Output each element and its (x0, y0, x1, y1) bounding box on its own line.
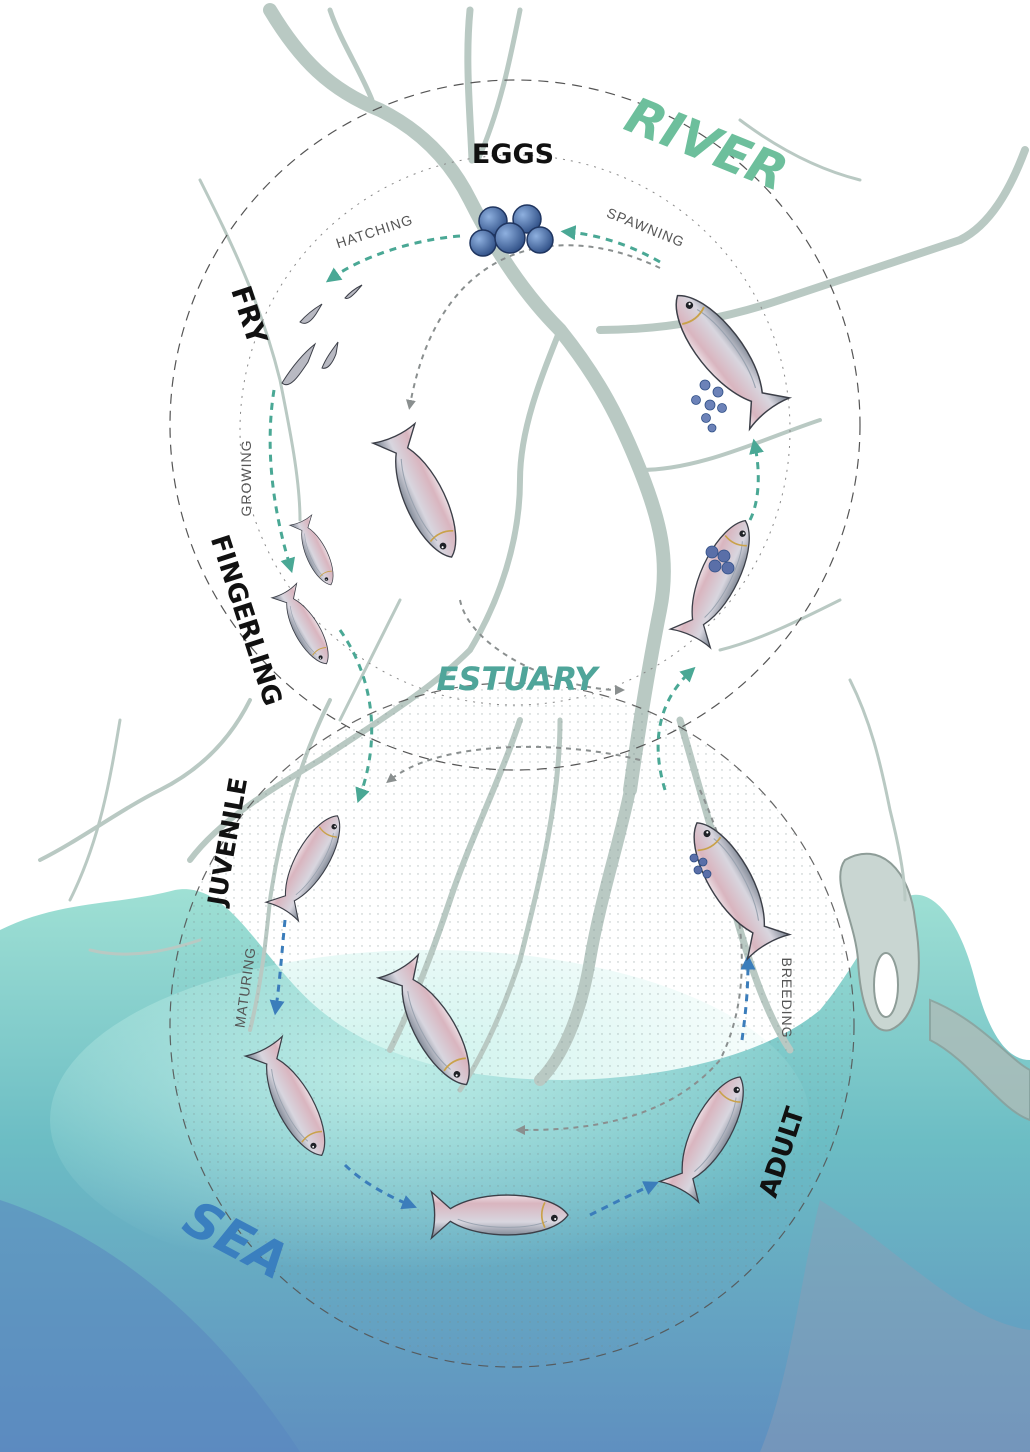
process-label-growing: GROWING (238, 440, 254, 517)
stage-label-eggs: EGGS (472, 139, 554, 170)
process-label-breeding: BREEDING (779, 957, 795, 1038)
region-label-estuary: ESTUARY (437, 660, 601, 698)
